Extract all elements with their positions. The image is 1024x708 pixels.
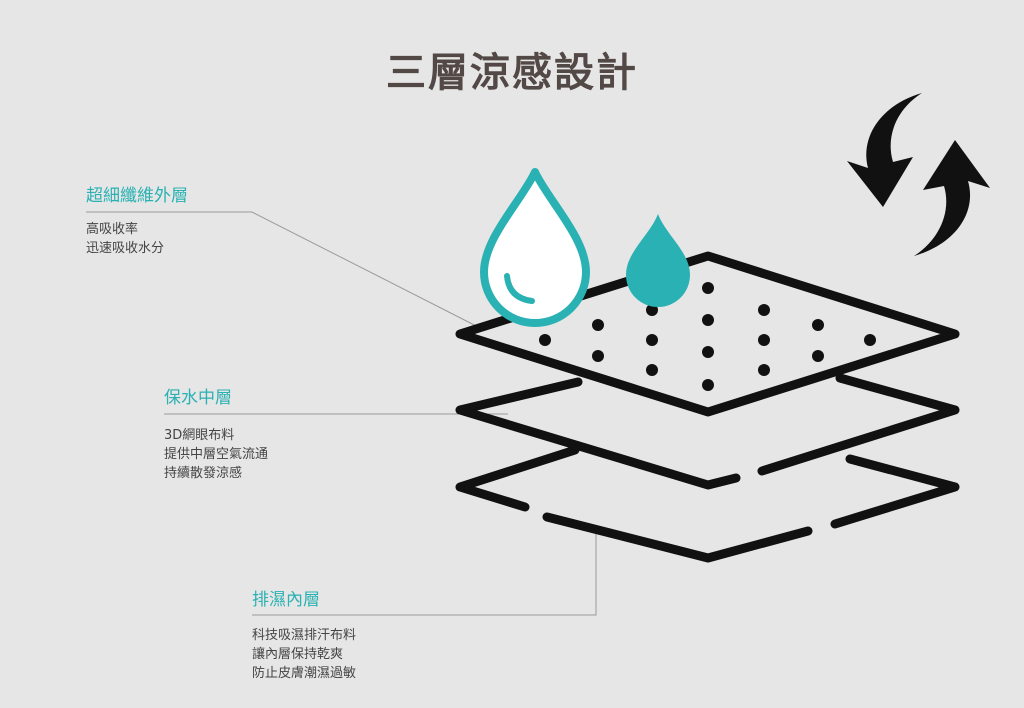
inner-layer-sheet xyxy=(455,445,960,563)
middle-layer-label: 保水中層 xyxy=(164,388,232,408)
description-line: 3D網眼布料 xyxy=(164,428,235,443)
description-line: 防止皮膚潮濕過敏 xyxy=(252,666,357,681)
middle-layer-sheet xyxy=(455,373,960,490)
mesh-dots xyxy=(539,282,876,391)
leader-line-outer xyxy=(86,211,489,333)
outer-layer-label: 超細纖維外層 xyxy=(86,186,188,206)
description-line: 提供中層空氣流通 xyxy=(164,447,269,462)
water-drop-large-icon xyxy=(480,168,590,327)
description-line: 迅速吸收水分 xyxy=(86,241,165,256)
inner-layer-label: 排濕內層 xyxy=(252,590,320,610)
description-line: 持續散發涼感 xyxy=(164,466,243,481)
inner-layer-description: 科技吸濕排汗布料 讓內層保持乾爽 防止皮膚潮濕過敏 xyxy=(252,626,356,683)
middle-layer-description: 3D網眼布料 提供中層空氣流通 持續散發涼感 xyxy=(164,426,268,483)
outer-layer-sheet xyxy=(455,251,960,417)
description-line: 讓內層保持乾爽 xyxy=(252,647,344,662)
leader-line-inner xyxy=(252,530,597,616)
page-title: 三層涼感設計 xyxy=(386,50,638,96)
water-drop-small-icon xyxy=(626,214,690,307)
outer-layer-description: 高吸收率 迅速吸收水分 xyxy=(86,220,164,258)
circulation-arrows-icon xyxy=(847,93,990,256)
description-line: 科技吸濕排汗布料 xyxy=(252,628,357,643)
description-line: 高吸收率 xyxy=(86,222,139,237)
